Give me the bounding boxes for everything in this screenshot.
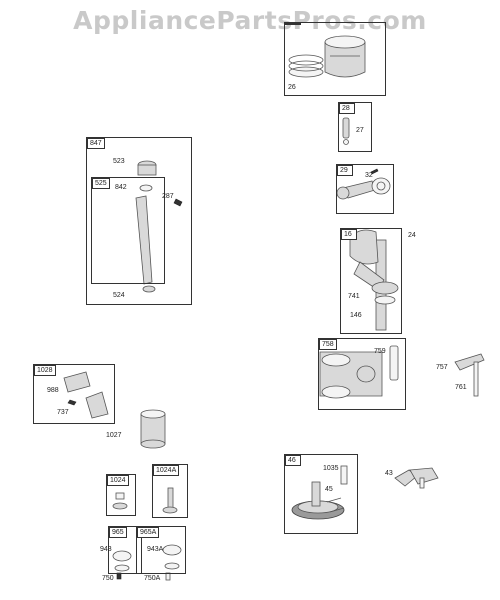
camshaft-gear-icon bbox=[291, 465, 348, 520]
crank-box bbox=[340, 228, 402, 334]
label-741: 741 bbox=[348, 293, 360, 300]
label-524: 524 bbox=[113, 292, 125, 299]
oil-filter-tag: 1028 bbox=[34, 365, 56, 376]
label-27: 27 bbox=[356, 127, 364, 134]
piston-tag bbox=[285, 23, 301, 25]
kit-1024-box bbox=[106, 474, 136, 516]
label-757: 757 bbox=[436, 364, 448, 371]
label-750a: 750A bbox=[144, 575, 161, 582]
label-943a: 943A bbox=[147, 546, 164, 553]
label-146: 146 bbox=[350, 312, 362, 319]
kit-965-tag: 965 bbox=[109, 527, 127, 538]
kit-965a-box bbox=[136, 526, 186, 574]
label-26: 26 bbox=[288, 84, 296, 91]
cam-box bbox=[284, 454, 358, 534]
kit-1024-tag: 1024 bbox=[107, 475, 129, 486]
pin-box bbox=[338, 102, 372, 152]
rod-tag: 29 bbox=[337, 165, 353, 176]
label-523: 523 bbox=[113, 158, 125, 165]
rocker-arm-icon bbox=[454, 353, 485, 397]
dipstick-tag: 847 bbox=[87, 138, 105, 149]
label-24: 24 bbox=[408, 232, 416, 239]
dipstick-inner-tag: 525 bbox=[92, 178, 110, 189]
label-750: 750 bbox=[102, 575, 114, 582]
cam-tag: 46 bbox=[285, 455, 301, 466]
sump-box bbox=[318, 338, 406, 410]
seal-kit-icon bbox=[112, 492, 128, 510]
dipstick-icon bbox=[135, 160, 183, 293]
label-1027: 1027 bbox=[106, 432, 122, 439]
kit-965a-tag: 965A bbox=[137, 527, 160, 538]
pin-tag: 28 bbox=[339, 103, 355, 114]
label-842: 842 bbox=[115, 184, 127, 191]
label-759: 759 bbox=[374, 348, 386, 355]
connecting-rod-icon bbox=[336, 168, 391, 200]
kit-1024a-box bbox=[152, 464, 188, 518]
watermark: AppliancePartsPros.com bbox=[73, 6, 427, 35]
label-1035: 1035 bbox=[323, 465, 339, 472]
label-943: 943 bbox=[100, 546, 112, 553]
dipstick-box bbox=[86, 137, 192, 305]
piston-pin-icon bbox=[342, 117, 350, 145]
label-761: 761 bbox=[455, 384, 467, 391]
oil-filter-icon bbox=[63, 371, 166, 449]
seal-kit-a-icon bbox=[162, 487, 178, 514]
oil-filter-box bbox=[33, 364, 115, 424]
dipstick-inner-box bbox=[91, 177, 165, 284]
crank-tag: 16 bbox=[341, 229, 357, 240]
piston-icon bbox=[288, 35, 366, 78]
crankshaft-icon bbox=[349, 229, 399, 331]
label-45: 45 bbox=[325, 486, 333, 493]
kit-1024a-tag: 1024A bbox=[153, 465, 180, 476]
rod-box bbox=[336, 164, 394, 214]
sump-tag: 758 bbox=[319, 339, 337, 350]
sump-cover-icon bbox=[319, 345, 399, 399]
kit-965-box bbox=[108, 526, 142, 574]
piston-box bbox=[284, 22, 386, 96]
gasket-kit-icon bbox=[112, 550, 132, 572]
gasket-kit-a-icon bbox=[162, 544, 182, 570]
label-32: 32 bbox=[365, 172, 373, 179]
label-43: 43 bbox=[385, 470, 393, 477]
label-287: 287 bbox=[162, 193, 174, 200]
governor-icon bbox=[394, 467, 439, 489]
label-737: 737 bbox=[57, 409, 69, 416]
label-988: 988 bbox=[47, 387, 59, 394]
